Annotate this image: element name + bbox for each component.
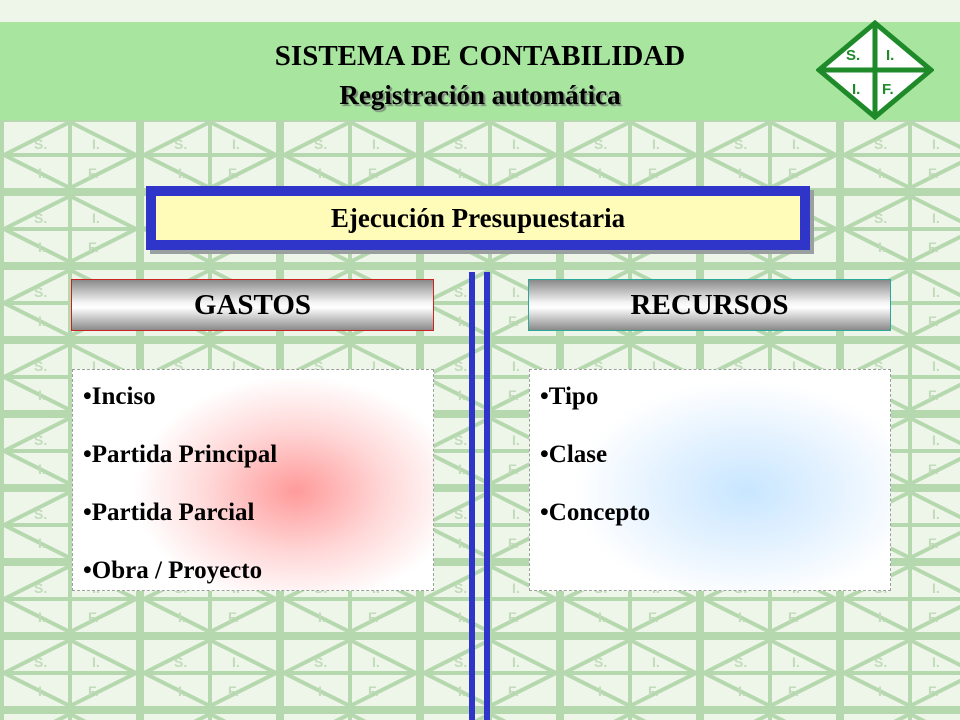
recursos-heading: RECURSOS (528, 279, 891, 331)
section-title-box: Ejecución Presupuestaria (146, 186, 810, 250)
logo-letter-f: F. (882, 81, 894, 98)
gastos-heading: GASTOS (71, 279, 434, 331)
page-title: SISTEMA DE CONTABILIDAD (274, 40, 686, 72)
header-banner (0, 22, 960, 120)
list-item: Partida Parcial (83, 498, 433, 556)
list-item: Tipo (540, 382, 890, 440)
gastos-list: Inciso Partida Principal Partida Parcial… (73, 370, 433, 590)
divider-line-right (484, 272, 490, 720)
list-item: Concepto (540, 498, 890, 556)
list-item: Obra / Proyecto (83, 556, 433, 590)
section-title: Ejecución Presupuestaria (156, 196, 800, 240)
page-subtitle: Registración automática (339, 80, 621, 110)
recursos-list: Tipo Clase Concepto (530, 370, 890, 556)
list-item: Partida Principal (83, 440, 433, 498)
recursos-list-box: Tipo Clase Concepto (529, 369, 891, 591)
gastos-list-box: Inciso Partida Principal Partida Parcial… (72, 369, 434, 591)
list-item: Inciso (83, 382, 433, 440)
logo-letter-s: S. (846, 47, 860, 64)
list-item: Clase (540, 440, 890, 498)
logo-letter-i-top: I. (886, 47, 894, 64)
logo-letter-i-bottom: I. (852, 81, 860, 98)
siif-logo-icon: S. I. I. F. (816, 20, 934, 120)
divider-line-left (469, 272, 475, 720)
